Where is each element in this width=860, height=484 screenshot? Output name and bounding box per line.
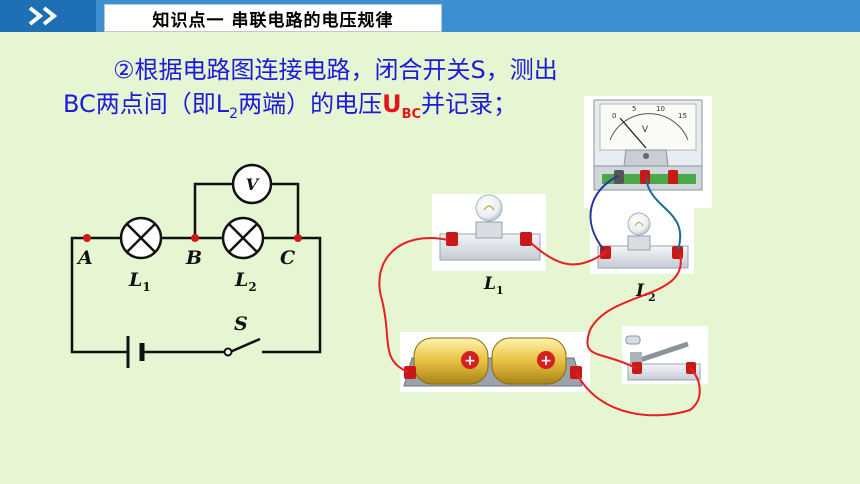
node-b-dot bbox=[191, 234, 199, 242]
meter-scale-0: 0 bbox=[612, 112, 616, 120]
photo-lamp-2 bbox=[590, 208, 694, 274]
voltmeter-label: V bbox=[246, 175, 260, 194]
circuit-schematic bbox=[70, 182, 322, 368]
schematic-lamp-1-letter: L bbox=[128, 269, 142, 291]
header-chevron-block bbox=[0, 0, 96, 32]
instruction-line-1: ②根据电路图连接电路，闭合开关S，测出 bbox=[113, 56, 558, 84]
schematic-lamp-2-letter: L bbox=[234, 269, 248, 291]
photo-lamp-2-label: L2 bbox=[635, 281, 656, 304]
instruction-text: ②根据电路图连接电路，闭合开关S，测出 BC两点间（即L2两端）的电压UBC并记… bbox=[63, 53, 673, 132]
schematic-lamp-2-label: L2 bbox=[234, 269, 257, 294]
lamp-1-symbol bbox=[119, 216, 163, 260]
photo-lamp-2-letter: L bbox=[635, 281, 648, 301]
photo-lamp-2-subscript: 2 bbox=[648, 291, 656, 304]
photo-switch bbox=[622, 326, 708, 384]
photo-lamp-1-subscript: 1 bbox=[496, 284, 504, 297]
voltage-symbol: UBC bbox=[382, 90, 421, 122]
photo-lamp-1-letter: L bbox=[483, 274, 496, 294]
voltmeter-symbol: V bbox=[231, 163, 273, 205]
schematic-switch-label: S bbox=[234, 313, 248, 335]
section-title: 知识点一 串联电路的电压规律 bbox=[104, 4, 442, 32]
schematic-voltmeter-branch-right bbox=[271, 182, 300, 238]
photo-voltmeter: 0 5 10 15 V bbox=[584, 96, 712, 208]
instruction-line-2-prefix: BC两点间（即L bbox=[63, 90, 230, 118]
meter-scale-5: 5 bbox=[632, 105, 636, 113]
switch-pivot bbox=[223, 347, 233, 357]
photo-wires bbox=[378, 175, 701, 417]
battery-1-symbol: + bbox=[464, 353, 476, 369]
meter-scale-15: 15 bbox=[678, 112, 687, 120]
schematic-wire-right bbox=[262, 236, 322, 354]
node-a-label: A bbox=[76, 247, 93, 269]
header-bar: 知识点一 串联电路的电压规律 bbox=[0, 0, 860, 34]
schematic-lamp-1-label: L1 bbox=[128, 269, 151, 294]
switch-gap-mask bbox=[226, 337, 260, 350]
voltage-symbol-letter: U bbox=[382, 90, 402, 118]
battery-2-symbol: + bbox=[540, 353, 552, 369]
photo-lamp-1-label: L1 bbox=[483, 274, 504, 297]
schematic-voltmeter-branch bbox=[193, 182, 233, 238]
lamp-2-symbol bbox=[221, 216, 265, 260]
node-b-label: B bbox=[185, 247, 202, 269]
meter-unit: V bbox=[642, 125, 649, 135]
schematic-lamp-2-subscript: 2 bbox=[248, 280, 256, 294]
instruction-line-2-mid: 两端）的电压 bbox=[238, 90, 383, 118]
meter-scale-10: 10 bbox=[656, 105, 665, 113]
instruction-line-2: BC两点间（即L2两端）的电压UBC并记录； bbox=[63, 87, 673, 132]
node-a-dot bbox=[83, 234, 91, 242]
voltage-symbol-subscript: BC bbox=[401, 106, 422, 122]
photo-lamp-1 bbox=[432, 194, 546, 271]
node-c-label: C bbox=[280, 247, 295, 269]
instruction-lamp-subscript: 2 bbox=[229, 105, 239, 122]
schematic-wire-left bbox=[70, 236, 128, 354]
switch-blade bbox=[229, 337, 261, 354]
double-chevron-icon bbox=[28, 6, 58, 26]
schematic-lamp-1-subscript: 1 bbox=[142, 280, 150, 294]
instruction-line-2-suffix: 并记录； bbox=[421, 90, 518, 118]
node-c-dot bbox=[294, 234, 302, 242]
photo-battery-holder: + + bbox=[400, 332, 590, 392]
